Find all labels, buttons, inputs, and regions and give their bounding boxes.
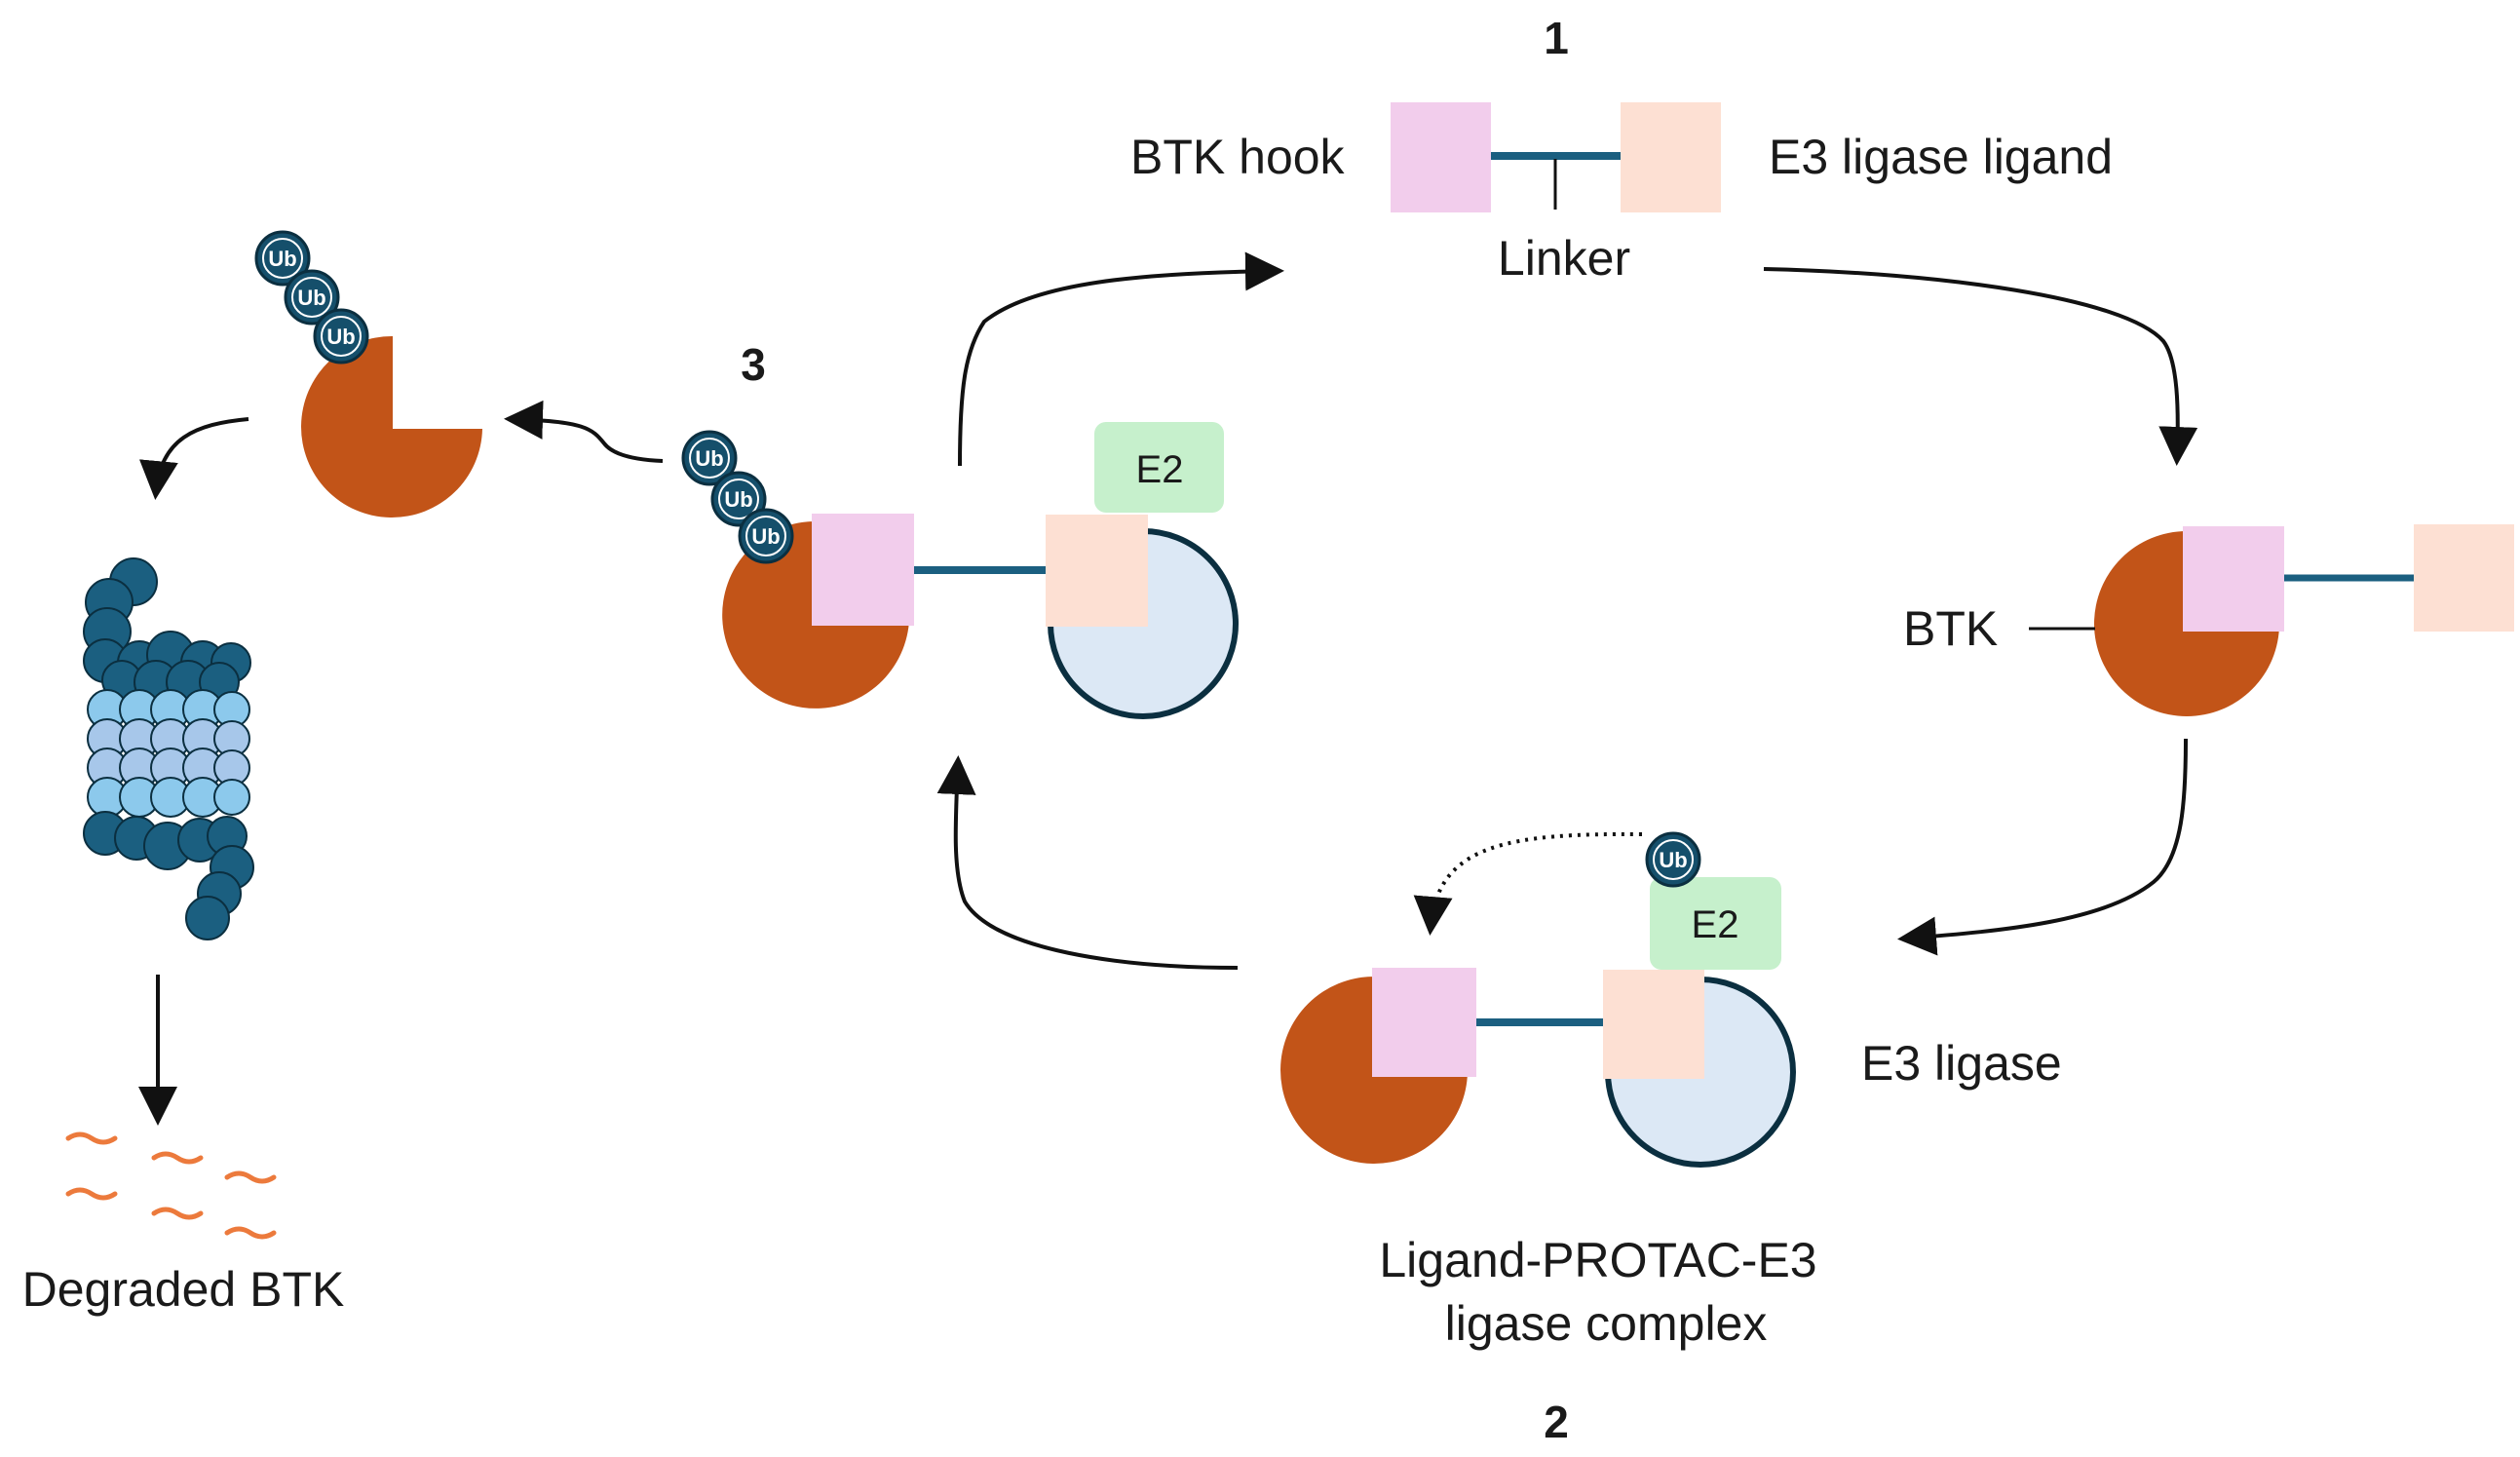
arrow-step1-to-btk — [1763, 267, 2198, 466]
e2-enzyme — [1650, 877, 1781, 970]
step-number-2: 2 — [1544, 1397, 1569, 1447]
linker-label: Linker — [1498, 231, 1630, 286]
e2-label: E2 — [1136, 448, 1184, 491]
btk-label: BTK — [1903, 601, 1998, 656]
btk-protein — [1280, 970, 1468, 1164]
complex-label-line2: ligase complex — [1445, 1296, 1768, 1351]
e2-label: E2 — [1692, 903, 1739, 946]
ub-label: Ub — [751, 524, 780, 549]
arrow-step3-to-release — [504, 400, 664, 463]
btk-hook-block — [812, 514, 914, 626]
ubiquitin-molecule: Ub — [710, 471, 767, 527]
complex-label-line1: Ligand-PROTAC-E3 — [1379, 1233, 1816, 1287]
ubiquitin-molecule: Ub — [1645, 831, 1701, 888]
e3-ligase-ligand-label: E3 ligase ligand — [1769, 130, 2113, 184]
ubiquitin-molecule: Ub — [284, 269, 340, 326]
ubiquitinated-complex: E2 Ub Ub Ub — [681, 422, 1239, 719]
degraded-btk-fragments — [65, 1131, 277, 1240]
arrow-btk-to-step2 — [1897, 738, 2188, 956]
btk-hook-block — [1391, 102, 1491, 212]
ub-label: Ub — [1659, 848, 1687, 872]
ubiquitin-molecule: Ub — [313, 308, 369, 364]
step-number-1: 1 — [1544, 13, 1569, 63]
released-ubiquitinated-btk: Ub Ub Ub — [254, 230, 482, 518]
e3-ligand-block — [1046, 515, 1148, 627]
arrow-step3-to-step1 — [958, 251, 1284, 467]
btk-hook-block — [1372, 968, 1476, 1077]
ubiquitin-chain: Ub Ub Ub — [681, 430, 794, 564]
degraded-btk-label: Degraded BTK — [22, 1262, 345, 1317]
arrow-release-to-proteasome — [138, 417, 249, 500]
ubiquitin-chain: Ub Ub Ub — [254, 230, 369, 364]
e3-ligand-block — [1621, 102, 1721, 212]
ternary-complex: E2 Ub — [1280, 831, 1796, 1168]
step-number-3: 3 — [741, 339, 766, 390]
protac-molecule — [1391, 102, 1721, 212]
ub-label: Ub — [326, 325, 355, 349]
ubiquitin-transfer-arrow — [1413, 831, 1643, 936]
ub-label: Ub — [724, 487, 752, 512]
e3-ligand-block — [1603, 970, 1704, 1079]
btk-bound-protac — [2029, 524, 2514, 716]
ubiquitin-molecule: Ub — [681, 430, 738, 486]
ub-label: Ub — [297, 286, 325, 310]
btk-hook-block — [2183, 526, 2284, 632]
arrow-step2-to-step3 — [936, 755, 1239, 970]
proteasome — [83, 557, 254, 940]
ubiquitin-molecule: Ub — [738, 508, 794, 564]
e3-ligand-block — [2414, 524, 2514, 632]
btk-hook-label: BTK hook — [1130, 130, 1346, 184]
btk-protein — [301, 335, 482, 518]
e3-ligase-label: E3 ligase — [1861, 1036, 2062, 1091]
ub-label: Ub — [268, 247, 296, 271]
ubiquitin-molecule: Ub — [254, 230, 311, 287]
ub-label: Ub — [695, 446, 723, 471]
e2-enzyme — [1094, 422, 1224, 513]
